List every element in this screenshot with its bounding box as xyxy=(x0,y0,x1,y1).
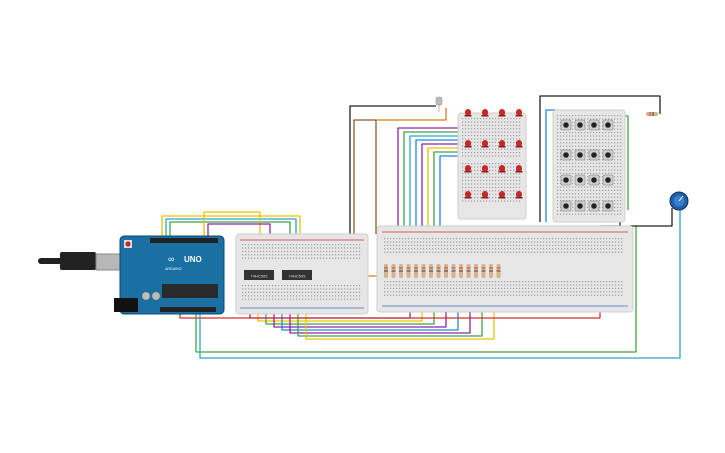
button-array xyxy=(560,119,614,212)
led-icon xyxy=(481,191,489,199)
pushbutton-icon xyxy=(602,200,614,212)
led-icon xyxy=(464,191,472,199)
resistor-array xyxy=(384,264,501,278)
led-icon xyxy=(515,165,523,173)
pushbutton-icon xyxy=(574,200,586,212)
pushbutton-icon xyxy=(588,149,600,161)
wire xyxy=(353,119,377,246)
wire xyxy=(630,208,673,227)
wire xyxy=(403,131,462,268)
resistor xyxy=(459,264,463,278)
led-icon xyxy=(498,191,506,199)
wire xyxy=(165,218,297,246)
arduino-uno-board: ∞ UNO ARDUINO xyxy=(38,235,225,315)
resistor xyxy=(451,264,456,278)
wire xyxy=(545,109,556,222)
breadboard-right xyxy=(376,225,634,313)
arduino-logo-symbol: ∞ xyxy=(168,254,174,264)
resistor-icon xyxy=(646,112,658,116)
model-label: UNO xyxy=(184,255,202,264)
pushbutton-icon xyxy=(588,174,600,186)
wire xyxy=(349,105,436,246)
resistor xyxy=(481,264,486,278)
resistor xyxy=(391,264,396,278)
power-jack xyxy=(114,298,138,312)
breadboard-leds xyxy=(457,112,527,220)
led-icon xyxy=(515,109,523,117)
shift-register-1: 74HC595 xyxy=(244,270,274,280)
resistor xyxy=(414,264,418,278)
resistor xyxy=(399,264,403,278)
led-icon xyxy=(464,165,472,173)
photoresistor-icon xyxy=(435,96,443,112)
wire xyxy=(195,226,637,353)
resistor xyxy=(474,264,478,278)
wire xyxy=(376,108,447,121)
led-icon xyxy=(464,109,472,117)
wire xyxy=(397,127,462,268)
led-icon xyxy=(481,165,489,173)
resistor xyxy=(406,264,411,278)
wire xyxy=(203,211,261,246)
led-icon xyxy=(498,140,506,148)
chip-2-label: 74HC595 xyxy=(289,274,307,279)
chip-1-label: 74HC595 xyxy=(251,274,269,279)
resistor xyxy=(489,264,493,278)
pushbutton-icon xyxy=(560,149,572,161)
led-icon xyxy=(498,109,506,117)
brand-label: ARDUINO xyxy=(165,267,182,271)
wire xyxy=(199,210,681,359)
resistor xyxy=(436,264,441,278)
pushbutton-icon xyxy=(574,149,586,161)
pushbutton-icon xyxy=(602,149,614,161)
wire xyxy=(539,95,661,222)
potentiometer-icon xyxy=(669,191,689,211)
resistor xyxy=(444,264,448,278)
pushbutton-icon xyxy=(588,200,600,212)
led-icon xyxy=(515,191,523,199)
pushbutton-icon xyxy=(560,174,572,186)
pushbutton-icon xyxy=(602,119,614,131)
led-icon xyxy=(498,165,506,173)
led-array xyxy=(464,109,523,199)
resistor xyxy=(466,264,471,278)
pushbutton-icon xyxy=(574,174,586,186)
resistor xyxy=(429,264,433,278)
resistor xyxy=(384,264,388,278)
resistor xyxy=(421,264,426,278)
wire xyxy=(415,139,462,268)
pushbutton-icon xyxy=(574,119,586,131)
led-icon xyxy=(481,109,489,117)
pushbutton-icon xyxy=(602,174,614,186)
pushbutton-icon xyxy=(588,119,600,131)
led-icon xyxy=(515,140,523,148)
pushbutton-icon xyxy=(560,200,572,212)
wire xyxy=(161,215,301,246)
wire xyxy=(409,135,462,268)
resistor xyxy=(496,264,501,278)
led-icon xyxy=(464,140,472,148)
pushbutton-icon xyxy=(560,119,572,131)
shift-register-2: 74HC595 xyxy=(282,270,312,280)
led-icon xyxy=(481,140,489,148)
